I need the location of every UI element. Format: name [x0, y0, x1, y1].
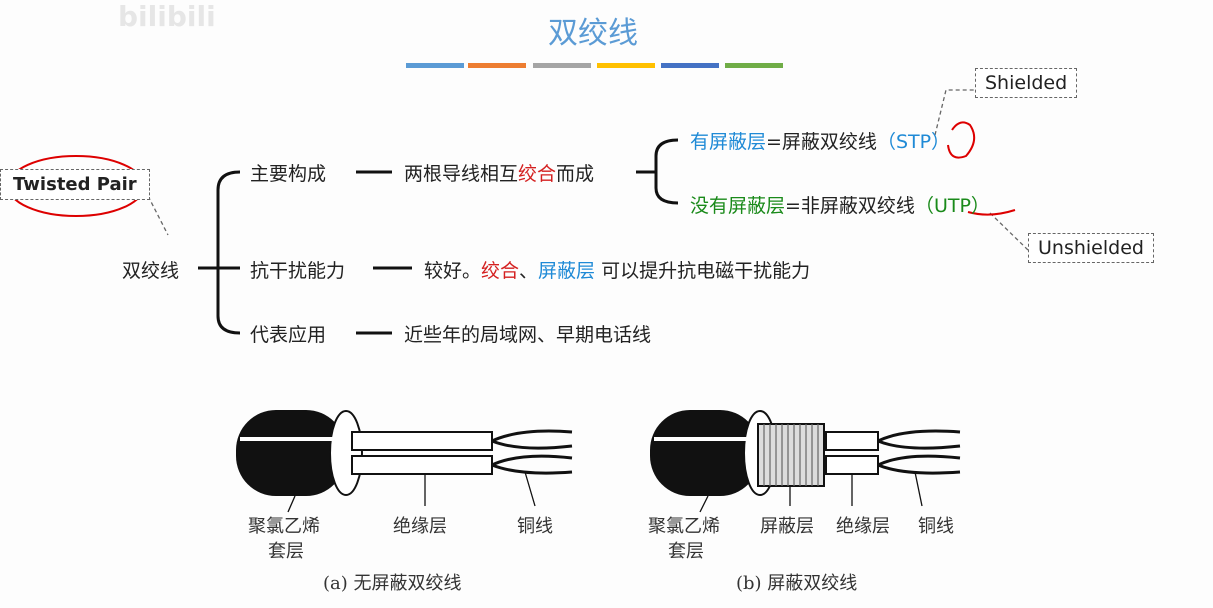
text: 较好。 [424, 260, 482, 282]
accent-bar [725, 63, 783, 68]
label-pvc: 聚氯乙烯 [248, 516, 320, 537]
caption-a: (a) 无屏蔽双绞线 [323, 573, 462, 594]
highlight-twist: 绞合 [481, 260, 520, 282]
label-shield: 屏蔽层 [760, 516, 814, 537]
branch-application-label: 代表应用 [250, 324, 327, 346]
note-shielded: Shielded [975, 68, 1078, 98]
cable-unshielded-illustration [236, 410, 573, 496]
label-jacket: 套层 [268, 541, 304, 562]
label-insulation: 绝缘层 [836, 516, 890, 537]
utp-abbr: （UTP） [914, 195, 990, 217]
root-label: 双绞线 [122, 260, 180, 282]
text: =非屏蔽双绞线 [785, 195, 915, 217]
text: =屏蔽双绞线 [766, 131, 877, 153]
branch-interference-desc: 较好。绞合、屏蔽层 可以提升抗电磁干扰能力 [424, 256, 810, 283]
branch-application-desc: 近些年的局域网、早期电话线 [404, 324, 652, 346]
text: 有屏蔽层 [690, 131, 767, 153]
label-pvc: 聚氯乙烯 [648, 516, 720, 537]
accent-bar [597, 63, 655, 68]
stp-line: 有屏蔽层=屏蔽双绞线（STP） [690, 127, 950, 154]
text: 、 [519, 260, 539, 282]
accent-bar [406, 63, 464, 68]
text: 没有屏蔽层 [690, 195, 786, 217]
text: 两根导线相互 [404, 163, 519, 185]
highlight-twist: 绞合 [518, 163, 557, 185]
label-copper: 铜线 [918, 516, 954, 537]
cable-shielded-illustration [650, 410, 961, 496]
branch-composition-desc: 两根导线相互绞合而成 [404, 159, 594, 186]
english-term-twisted-pair: Twisted Pair [0, 169, 150, 200]
label-copper: 铜线 [517, 516, 553, 537]
text: 而成 [556, 163, 595, 185]
caption-b: (b) 屏蔽双绞线 [736, 573, 858, 594]
accent-bar [468, 63, 526, 68]
stp-abbr: （STP） [876, 131, 951, 153]
branch-interference-label: 抗干扰能力 [250, 260, 346, 282]
utp-line: 没有屏蔽层=非屏蔽双绞线（UTP） [690, 191, 990, 218]
text: 可以提升抗电磁干扰能力 [595, 260, 811, 282]
accent-bar [533, 63, 591, 68]
note-unshielded: Unshielded [1028, 233, 1154, 263]
watermark: bilibili [118, 0, 216, 33]
label-insulation: 绝缘层 [393, 516, 447, 537]
label-jacket: 套层 [668, 541, 704, 562]
branch-composition-label: 主要构成 [250, 163, 327, 185]
accent-bar [661, 63, 719, 68]
highlight-shield: 屏蔽层 [538, 260, 596, 282]
page-title: 双绞线 [548, 16, 638, 51]
